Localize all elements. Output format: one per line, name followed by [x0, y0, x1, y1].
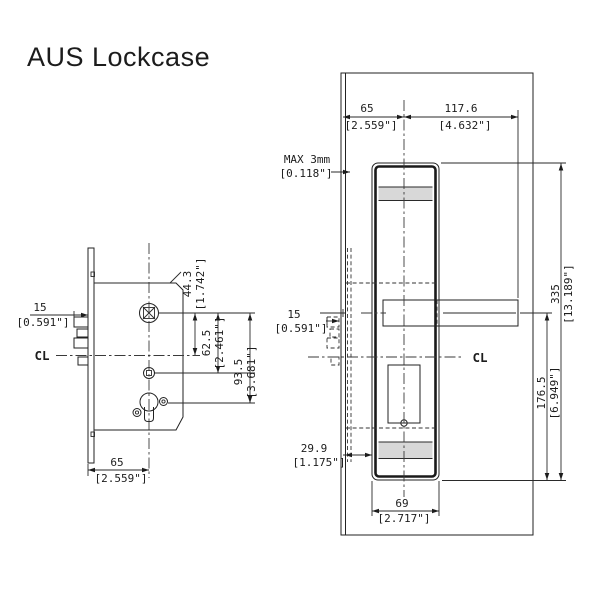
- dim-335: 335 [13.189"]: [549, 264, 575, 324]
- top-band: [378, 187, 433, 201]
- dead-bolt: [77, 356, 89, 366]
- svg-text:[1.742"]: [1.742"]: [194, 258, 207, 311]
- hidden-dead-bolt: [330, 356, 340, 366]
- dim-max-in: [0.118"]: [280, 167, 333, 180]
- dim-117-6-in: [4.632"]: [439, 119, 492, 132]
- svg-text:[13.189"]: [13.189"]: [562, 264, 575, 324]
- dim-29-9-mm: 29.9: [301, 442, 328, 455]
- faceplate: [87, 247, 95, 464]
- latch-bolt: [73, 337, 89, 349]
- latch-bolt: [73, 316, 89, 328]
- dim-65-in: [2.559"]: [95, 472, 148, 485]
- dim-29-9-in: [1.175"]: [293, 456, 346, 469]
- dim-15-in: [0.591"]: [275, 322, 328, 335]
- dim-65-mm: 65: [110, 456, 123, 469]
- dim-69-in: [2.717"]: [378, 512, 431, 525]
- dim-69-mm: 69: [395, 497, 408, 510]
- dim-15-in: [0.591"]: [17, 316, 70, 329]
- faceplate-screw-top: [90, 271, 95, 277]
- svg-text:[6.949"]: [6.949"]: [548, 367, 561, 420]
- svg-text:[3.681"]: [3.681"]: [245, 346, 258, 399]
- front-view: 65 [2.559"] 117.6 [4.632"] MAX 3mm [0.11…: [275, 72, 575, 536]
- hidden-latch-bolt: [326, 337, 340, 349]
- svg-text:[2.461"]: [2.461"]: [213, 317, 226, 370]
- dim-117-6-mm: 117.6: [444, 102, 477, 115]
- svg-text:44.3: 44.3: [181, 271, 194, 298]
- svg-text:93.5: 93.5: [232, 359, 245, 386]
- side-view: 15 [0.591"] CL 44.3 [1.742"] 62.5 [2.461…: [17, 243, 258, 485]
- centerline-label: CL: [34, 348, 50, 363]
- dim-max-mm: MAX 3mm: [284, 153, 331, 166]
- dim-44-3: 44.3 [1.742"]: [181, 258, 207, 311]
- door-outline: [340, 72, 534, 536]
- escutcheon-border: [374, 165, 437, 478]
- bottom-band: [378, 442, 433, 459]
- page-title: AUS Lockcase: [27, 42, 211, 72]
- cylinder: [132, 392, 168, 422]
- latch-bolt: [76, 328, 89, 338]
- dim-62-5: 62.5 [2.461"]: [200, 317, 226, 370]
- dim-65-in: [2.559"]: [345, 119, 398, 132]
- svg-text:335: 335: [549, 284, 562, 304]
- svg-text:62.5: 62.5: [200, 330, 213, 357]
- centerline-label: CL: [472, 350, 488, 365]
- faceplate-screw-bottom: [90, 431, 95, 437]
- lock-body: [94, 282, 184, 431]
- dim-93-5: 93.5 [3.681"]: [232, 346, 258, 399]
- hidden-latch-bolt: [326, 316, 340, 328]
- dim-176-5: 176.5 [6.949"]: [535, 367, 561, 420]
- hidden-latch-bolt: [329, 328, 340, 338]
- keyhole-window: [387, 364, 421, 424]
- dim-15-mm: 15: [287, 308, 300, 321]
- svg-text:176.5: 176.5: [535, 376, 548, 409]
- escutcheon-plate: [371, 162, 440, 481]
- dim-15-mm: 15: [33, 301, 46, 314]
- dim-65-mm: 65: [360, 102, 373, 115]
